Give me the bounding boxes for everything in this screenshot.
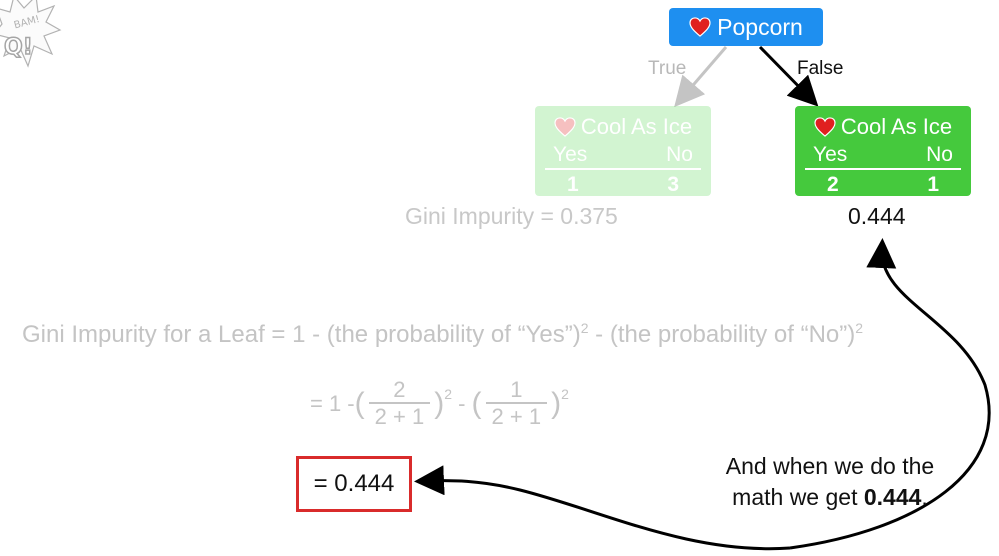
equation-lead: = 1 - — [310, 391, 355, 416]
fraction-denominator: 2 + 1 — [485, 402, 548, 430]
false-edge — [758, 45, 819, 107]
formula-part1: Gini Impurity for a Leaf = 1 - (the prob… — [22, 321, 581, 348]
close-paren: ) — [551, 387, 562, 420]
fraction-no: 1 2 + 1 — [485, 377, 548, 430]
open-paren: ( — [354, 387, 365, 420]
caption-line1: And when we do the — [725, 453, 935, 479]
false-edge-label: False — [797, 58, 844, 79]
caption-line2-suffix: . — [921, 484, 928, 510]
gini-formula: Gini Impurity for a Leaf = 1 - (the prob… — [22, 320, 863, 349]
heart-icon — [814, 117, 836, 137]
fraction-yes: 2 2 + 1 — [368, 377, 431, 430]
bam-logo-icon: BAM! Q! — [0, 0, 62, 68]
caption-line2-prefix: math we get — [732, 484, 864, 510]
formula-square: 2 — [580, 320, 589, 336]
leaf-title: Cool As Ice — [580, 114, 693, 139]
fraction-denominator: 2 + 1 — [368, 402, 431, 430]
gini-impurity-left: Gini Impurity = 0.375 — [405, 203, 618, 229]
caption-line2: math we get 0.444. — [660, 482, 999, 513]
caption-highlight: 0.444 — [863, 484, 922, 510]
open-paren: ( — [471, 387, 482, 420]
yes-count: 1 — [567, 173, 579, 196]
result-box: = 0.444 — [296, 456, 412, 512]
true-edge — [674, 46, 728, 108]
formula-part2: - (the probability of “No”) — [588, 321, 856, 348]
root-node-label: Popcorn — [717, 13, 803, 40]
equation-minus: - — [451, 391, 472, 416]
true-edge-label: True — [648, 58, 687, 79]
yes-count: 2 — [827, 173, 839, 196]
result-value: = 0.444 — [313, 470, 395, 497]
heart-icon — [554, 117, 576, 137]
gini-equation: = 1 - ( 2 2 + 1 ) 2 - ( 1 2 + 1 ) 2 — [310, 378, 569, 430]
curved-arrow-left — [414, 465, 791, 551]
formula-square: 2 — [855, 320, 864, 336]
gini-value-right: 0.444 — [848, 203, 906, 229]
fraction-numerator: 1 — [510, 377, 523, 402]
no-count: 1 — [927, 173, 939, 196]
yes-header: Yes — [553, 143, 588, 166]
close-paren: ) — [434, 387, 445, 420]
no-header: No — [666, 143, 693, 166]
leaf-left-cool-as-ice: Cool As Ice Yes No 1 3 — [535, 106, 711, 196]
root-node-popcorn: Popcorn — [669, 8, 823, 46]
caption-text: And when we do the math we get 0.444. — [660, 451, 999, 513]
curved-arrow-up — [789, 238, 991, 550]
leaf-right-cool-as-ice: Cool As Ice Yes No 2 1 — [795, 106, 971, 196]
heart-icon — [689, 17, 711, 37]
no-count: 3 — [667, 173, 679, 196]
leaf-title: Cool As Ice — [840, 114, 953, 139]
square-exponent: 2 — [444, 386, 452, 402]
yes-header: Yes — [813, 143, 848, 166]
svg-text:Q!: Q! — [4, 35, 33, 60]
square-exponent: 2 — [561, 386, 569, 402]
no-header: No — [926, 143, 953, 166]
fraction-numerator: 2 — [393, 377, 406, 402]
